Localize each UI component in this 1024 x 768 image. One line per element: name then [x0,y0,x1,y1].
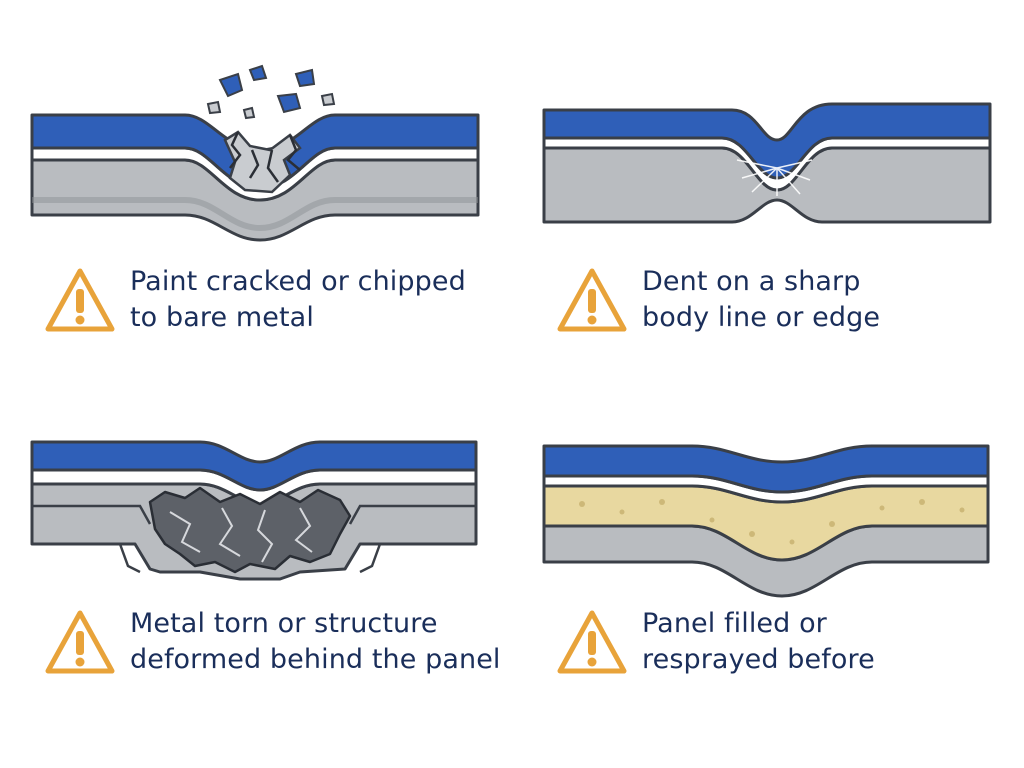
caption-line-2: to bare metal [130,302,314,333]
panel-illustration-sharp-dent [542,102,992,224]
paint-layer [30,440,478,492]
caption-line-1: Panel filled or [642,608,827,639]
caption-line-2: resprayed before [642,644,875,675]
warning-triangle-icon [45,610,115,674]
panel-illustration-paint-cracked [30,64,480,242]
caption-line-1: Dent on a sharp [642,266,861,297]
warning-triangle-icon [557,610,627,674]
paint-chips [206,64,336,120]
filler-texture [579,499,965,545]
panel-illustration-metal-torn [30,440,478,581]
caption-line-1: Metal torn or structure [130,608,438,639]
caption-line-1: Paint cracked or chipped [130,266,466,297]
caption-sharp-dent: Dent on a sharp body line or edge [556,264,880,336]
caption-text: Paint cracked or chipped to bare metal [130,264,466,336]
warning-triangle-icon [45,268,115,332]
bare-metal-area [223,130,302,194]
crack-lines [229,131,301,183]
caption-line-2: deformed behind the panel [130,644,501,675]
caption-filled-panel: Panel filled or resprayed before [556,606,875,678]
caption-text: Metal torn or structure deformed behind … [130,606,501,678]
caption-paint-cracked: Paint cracked or chipped to bare metal [44,264,466,336]
paint-layer [542,444,990,494]
caption-metal-torn: Metal torn or structure deformed behind … [44,606,501,678]
stress-lines [736,159,813,196]
caption-text: Panel filled or resprayed before [642,606,875,678]
panel-illustration-filled-panel [542,444,990,598]
caption-text: Dent on a sharp body line or edge [642,264,880,336]
warning-triangle-icon [557,268,627,332]
caption-line-2: body line or edge [642,302,881,333]
